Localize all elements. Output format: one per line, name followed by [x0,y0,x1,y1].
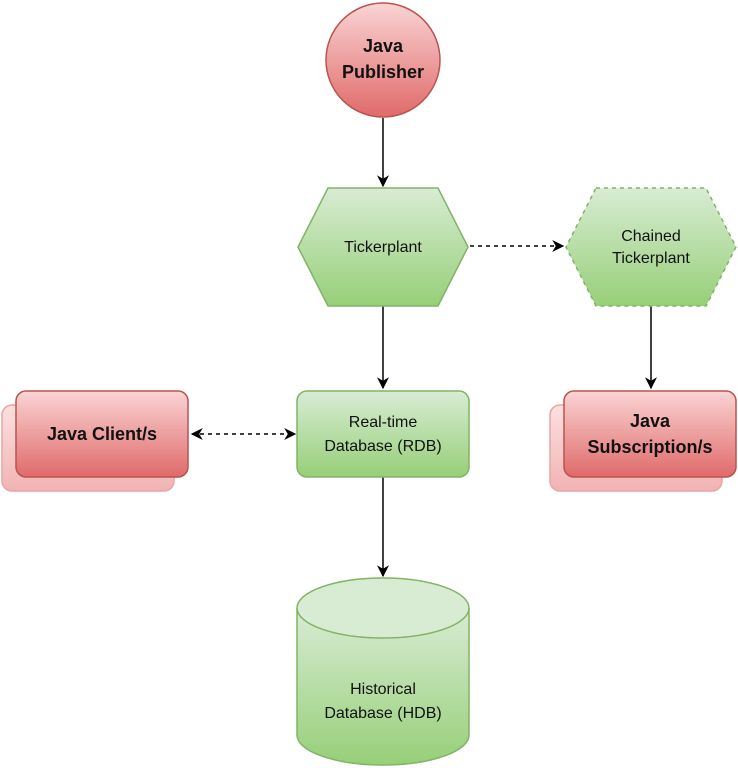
hdb-cylinder-top [296,577,470,639]
node-hdb: Historical Database (HDB) [296,577,470,766]
java-subscriptions-label-line1: Java [630,411,671,431]
node-java-subscriptions: Java Subscription/s [549,390,737,492]
java-publisher-label-line1: Java [363,36,404,56]
node-java-clients: Java Client/s [1,390,189,492]
hdb-label-line2: Database (HDB) [324,705,441,722]
java-subscriptions-label-line2: Subscription/s [587,437,712,457]
java-publisher-label-line2: Publisher [342,62,424,82]
java-clients-label: Java Client/s [47,424,157,444]
chained-tickerplant-label-line2: Tickerplant [612,250,690,267]
tickerplant-label: Tickerplant [344,239,422,256]
rdb-label-line2: Database (RDB) [324,438,441,455]
chained-tickerplant-label-line1: Chained [621,228,681,245]
node-chained-tickerplant: Chained Tickerplant [565,187,737,307]
node-tickerplant: Tickerplant [297,187,469,307]
rdb-label-line1: Real-time [349,414,418,431]
node-java-publisher: Java Publisher [325,2,441,118]
hdb-label-line1: Historical [350,681,416,698]
node-rdb: Real-time Database (RDB) [296,390,470,478]
